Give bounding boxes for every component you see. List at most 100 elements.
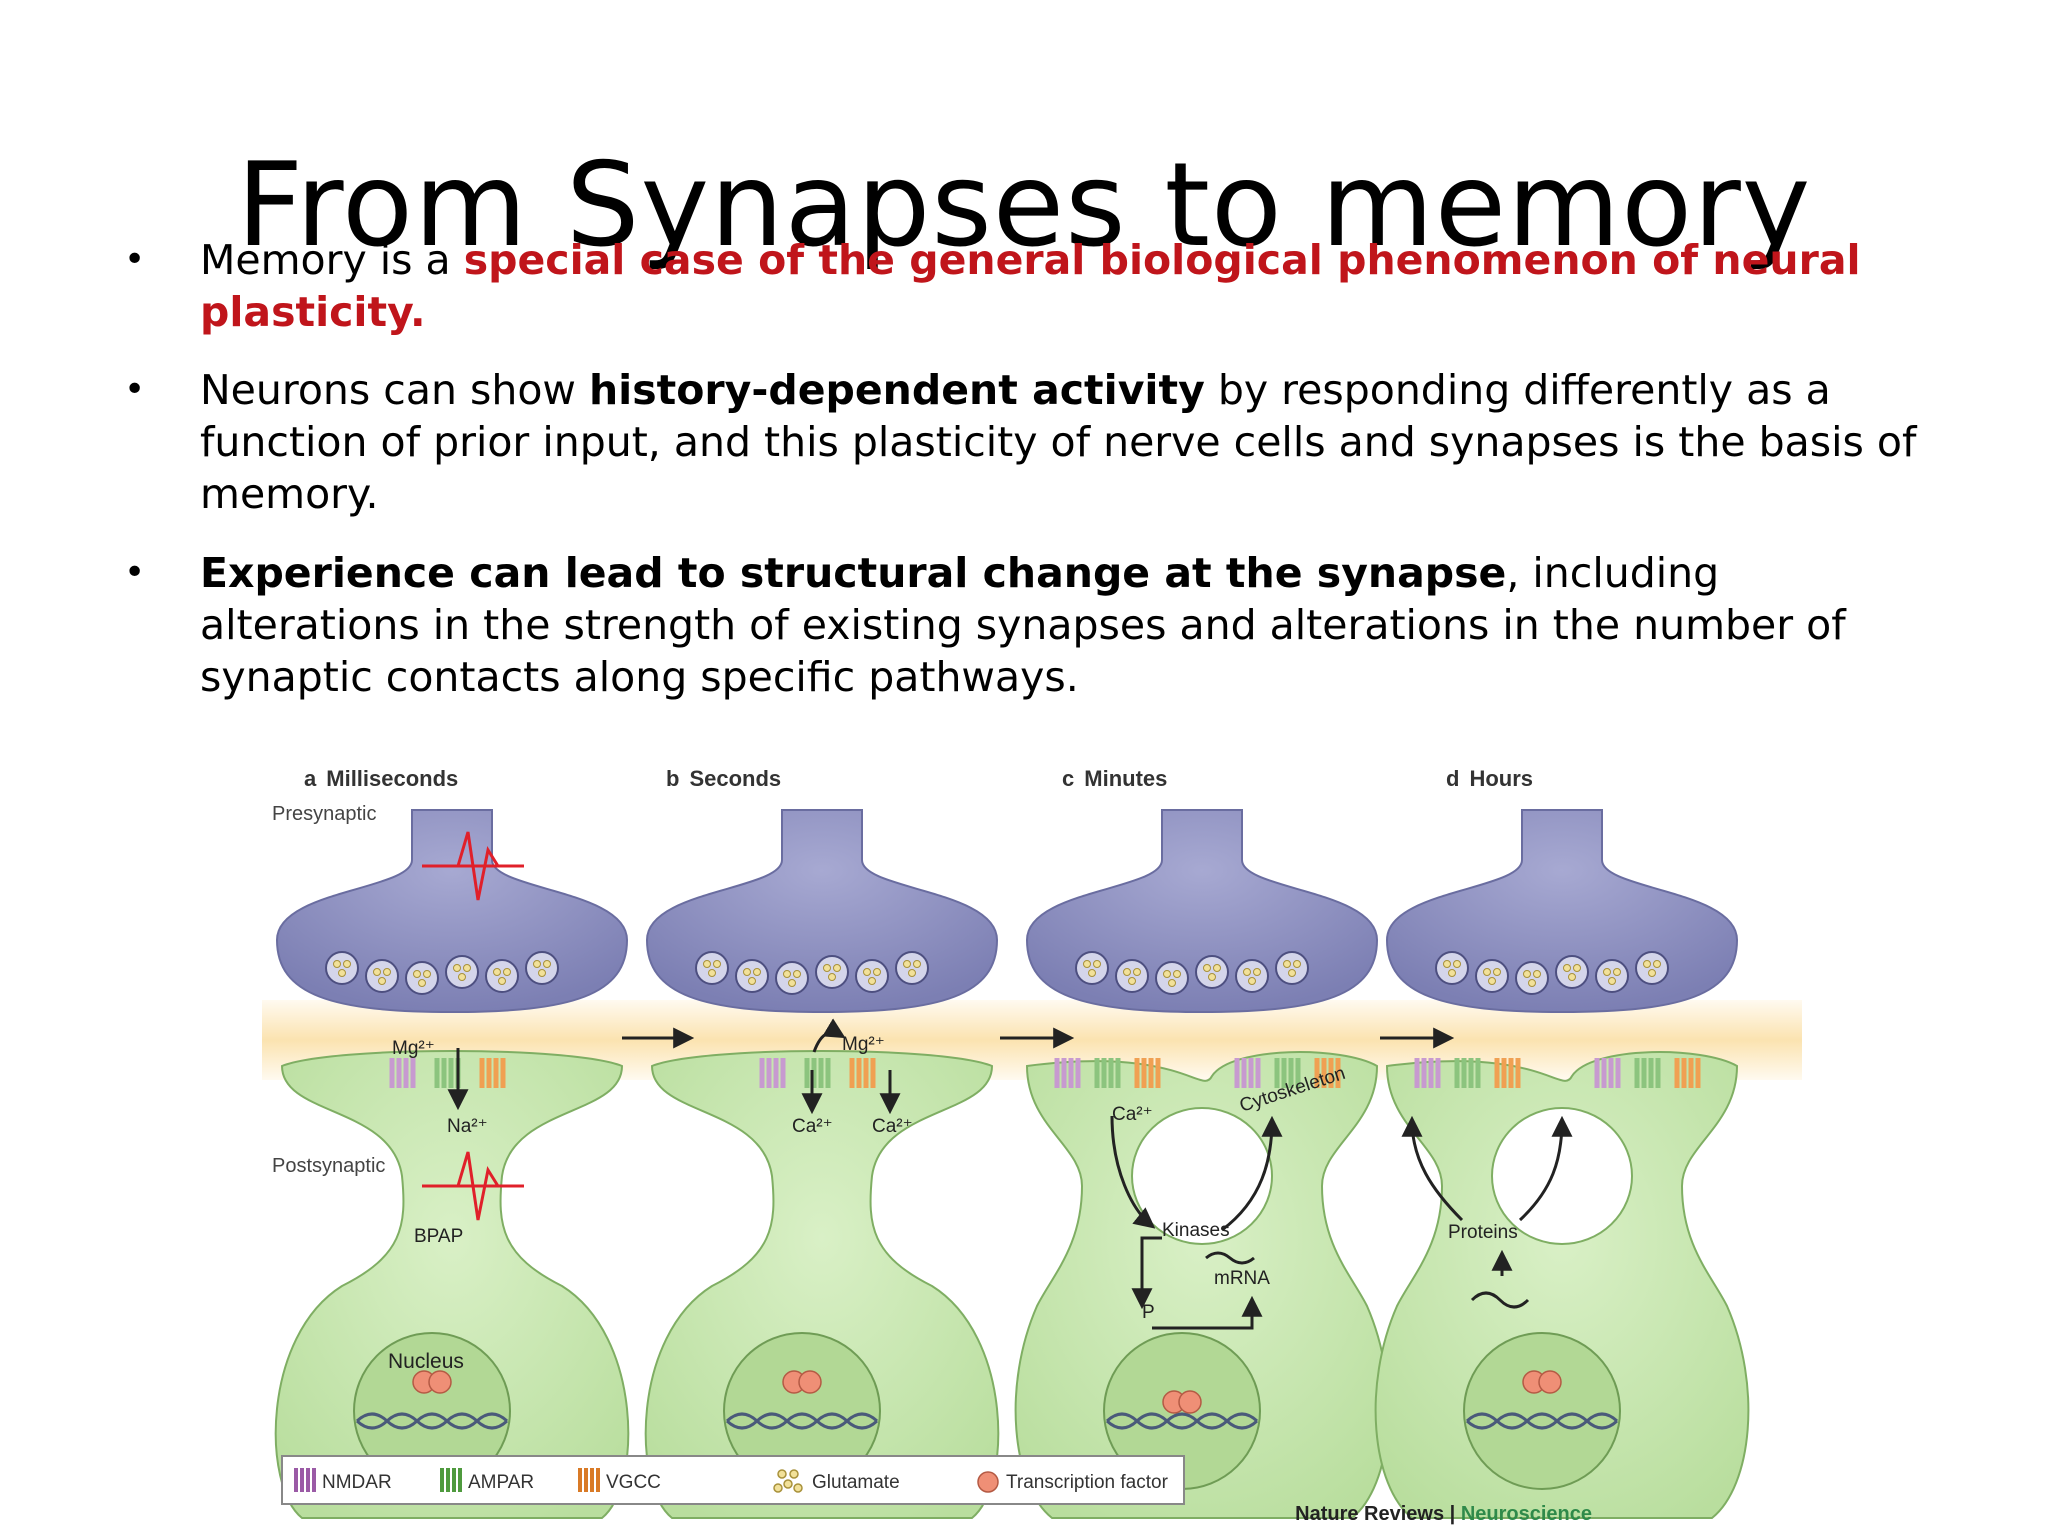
- glutamate-molecule: [1243, 968, 1251, 976]
- glutamate-molecule: [1568, 973, 1576, 981]
- legend-nmdar: NMDAR: [322, 1472, 392, 1493]
- legend-ampar: AMPAR: [468, 1472, 534, 1493]
- synaptic-vesicle: [1435, 951, 1469, 985]
- receptor-channel: [804, 1058, 831, 1088]
- glutamate-molecule: [1448, 969, 1456, 977]
- action-potential-icon: [422, 831, 524, 901]
- glutamate-molecule: [908, 969, 916, 977]
- synaptic-vesicle: [1555, 955, 1589, 989]
- synaptic-vesicle: [325, 951, 359, 985]
- glutamate-molecule: [1173, 970, 1181, 978]
- transcription-factor-legend-icon: [977, 1471, 999, 1493]
- receptor-channel: [1674, 1058, 1701, 1088]
- receptor-channel: [1454, 1058, 1481, 1088]
- glutamate-molecule: [1253, 968, 1261, 976]
- glutamate-molecule: [1088, 969, 1096, 977]
- glutamate-molecule: [1248, 977, 1256, 985]
- glutamate-molecule: [1648, 969, 1656, 977]
- glutamate-molecule: [1203, 964, 1211, 972]
- synaptic-vesicle: [525, 951, 559, 985]
- nucleus: [1463, 1332, 1621, 1490]
- mg-label-a: Mg²⁺: [392, 1038, 435, 1059]
- glutamate-molecule: [783, 970, 791, 978]
- synaptic-vesicle: [405, 961, 439, 995]
- glutamate-molecule: [1283, 960, 1291, 968]
- synapse-panels: [274, 809, 1750, 1519]
- transcription-factor: [1538, 1370, 1562, 1394]
- glutamate-molecule: [378, 977, 386, 985]
- glutamate-molecule: [343, 960, 351, 968]
- glutamate-molecule: [1613, 968, 1621, 976]
- glutamate-molecule: [1213, 964, 1221, 972]
- receptor-channel: [1134, 1058, 1161, 1088]
- legend-transcription-factor: Transcription factor: [1006, 1472, 1169, 1493]
- transcription-factor: [428, 1370, 452, 1394]
- synaptic-vesicle: [1075, 951, 1109, 985]
- dna-strand: [725, 1412, 879, 1430]
- synapse-panel: [1014, 809, 1390, 1519]
- synapse-panel: [274, 809, 630, 1519]
- nmdar-legend-icon: [294, 1468, 316, 1492]
- glutamate-molecule: [493, 968, 501, 976]
- pathway-arrows: [1110, 1115, 1573, 1330]
- glutamate-molecule: [1443, 960, 1451, 968]
- bullet-text: Neurons can show history-dependent activ…: [200, 366, 1917, 518]
- glutamate-molecule: [423, 970, 431, 978]
- glutamate-molecule: [1573, 964, 1581, 972]
- bullet-dot: •: [124, 552, 146, 593]
- na-label: Na²⁺: [447, 1116, 488, 1137]
- glutamate-molecule: [333, 960, 341, 968]
- synaptic-vesicle: [1475, 959, 1509, 993]
- synaptic-vesicle: [1235, 959, 1269, 993]
- glutamate-molecule: [743, 968, 751, 976]
- dna-strand: [355, 1412, 509, 1430]
- glutamate-molecule: [1133, 968, 1141, 976]
- glutamate-molecule: [1483, 968, 1491, 976]
- glutamate-molecule: [373, 968, 381, 976]
- dna-strand: [1105, 1412, 1259, 1430]
- glutamate-molecule: [1533, 970, 1541, 978]
- glutamate-molecule: [753, 968, 761, 976]
- legend-glutamate: Glutamate: [812, 1472, 900, 1493]
- dna-strand: [725, 1412, 879, 1430]
- glutamate-molecule: [833, 964, 841, 972]
- mg-removal-arrow: [812, 1018, 846, 1053]
- glutamate-molecule: [1083, 960, 1091, 968]
- glutamate-molecule: [823, 964, 831, 972]
- glutamate-molecule: [788, 979, 796, 987]
- receptor-channel: [759, 1058, 786, 1088]
- glutamate-molecule: [1488, 977, 1496, 985]
- glutamate-molecule: [418, 979, 426, 987]
- glutamate-molecule: [498, 977, 506, 985]
- spine-gap: [1131, 1107, 1273, 1245]
- proteins-label: Proteins: [1448, 1222, 1518, 1243]
- synaptic-vesicle: [1515, 961, 1549, 995]
- glutamate-molecule: [533, 960, 541, 968]
- glutamate-molecule: [1288, 969, 1296, 977]
- emphasis-text: Experience can lead to structural change…: [200, 549, 1507, 597]
- glutamate-molecule: [453, 964, 461, 972]
- mg-label-b: Mg²⁺: [842, 1034, 885, 1055]
- glutamate-molecule: [868, 977, 876, 985]
- glutamate-molecule: [708, 969, 716, 977]
- glutamate-molecule: [713, 960, 721, 968]
- glutamate-molecule: [1493, 968, 1501, 976]
- glutamate-molecule: [1653, 960, 1661, 968]
- synapse-panel: [1374, 809, 1750, 1519]
- glutamate-molecule: [383, 968, 391, 976]
- synaptic-vesicle: [445, 955, 479, 989]
- glutamate-molecule: [338, 969, 346, 977]
- glutamate-molecule: [1563, 964, 1571, 972]
- bullet-text: Memory is a special case of the general …: [200, 236, 1861, 336]
- receptor-channel: [1094, 1058, 1121, 1088]
- glutamate-molecule: [903, 960, 911, 968]
- synaptic-vesicle: [855, 959, 889, 993]
- receptor-channel: [1314, 1058, 1341, 1088]
- glutamate-molecule: [1163, 970, 1171, 978]
- dna-strand: [1105, 1412, 1259, 1430]
